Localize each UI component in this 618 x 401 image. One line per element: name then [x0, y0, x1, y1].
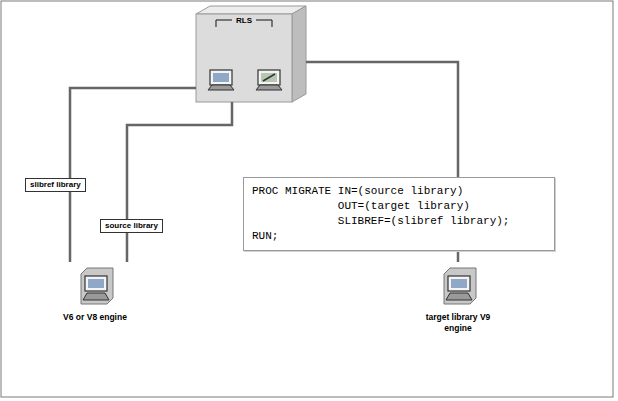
- edge-label: slibref library: [30, 180, 81, 190]
- edge-label-box: source library: [100, 219, 163, 233]
- edge-label-box: slibref library: [25, 178, 86, 192]
- code-line: PROC MIGRATE IN=(source library): [252, 184, 546, 199]
- engine-computer-icon: [444, 268, 476, 304]
- server-computer-icon: [208, 70, 234, 90]
- server-label: RLS: [196, 16, 292, 26]
- engine-label: target library V9 engine: [421, 312, 495, 334]
- connector-line: [127, 102, 232, 262]
- code-line: OUT=(target library): [252, 199, 546, 214]
- target-computer: target library V9 engine: [421, 262, 495, 334]
- server-box: RLS: [196, 6, 306, 102]
- engine-computer-icon: [81, 268, 113, 304]
- code-box: PROC MIGRATE IN=(source library)OUT=(tar…: [243, 177, 555, 251]
- server-cube: [196, 6, 306, 102]
- connector-line: [70, 88, 196, 262]
- edge-label: source library: [105, 221, 158, 231]
- code-line: SLIBREF=(slibref library);: [252, 214, 546, 229]
- code-line: RUN;: [252, 229, 546, 244]
- engine-label: V6 or V8 engine: [40, 312, 150, 323]
- engine-computer: V6 or V8 engine: [40, 262, 150, 323]
- connector-line: [306, 62, 458, 177]
- connector-line: [457, 251, 460, 262]
- frame: [1, 1, 613, 397]
- server-computer-icon: [256, 70, 282, 90]
